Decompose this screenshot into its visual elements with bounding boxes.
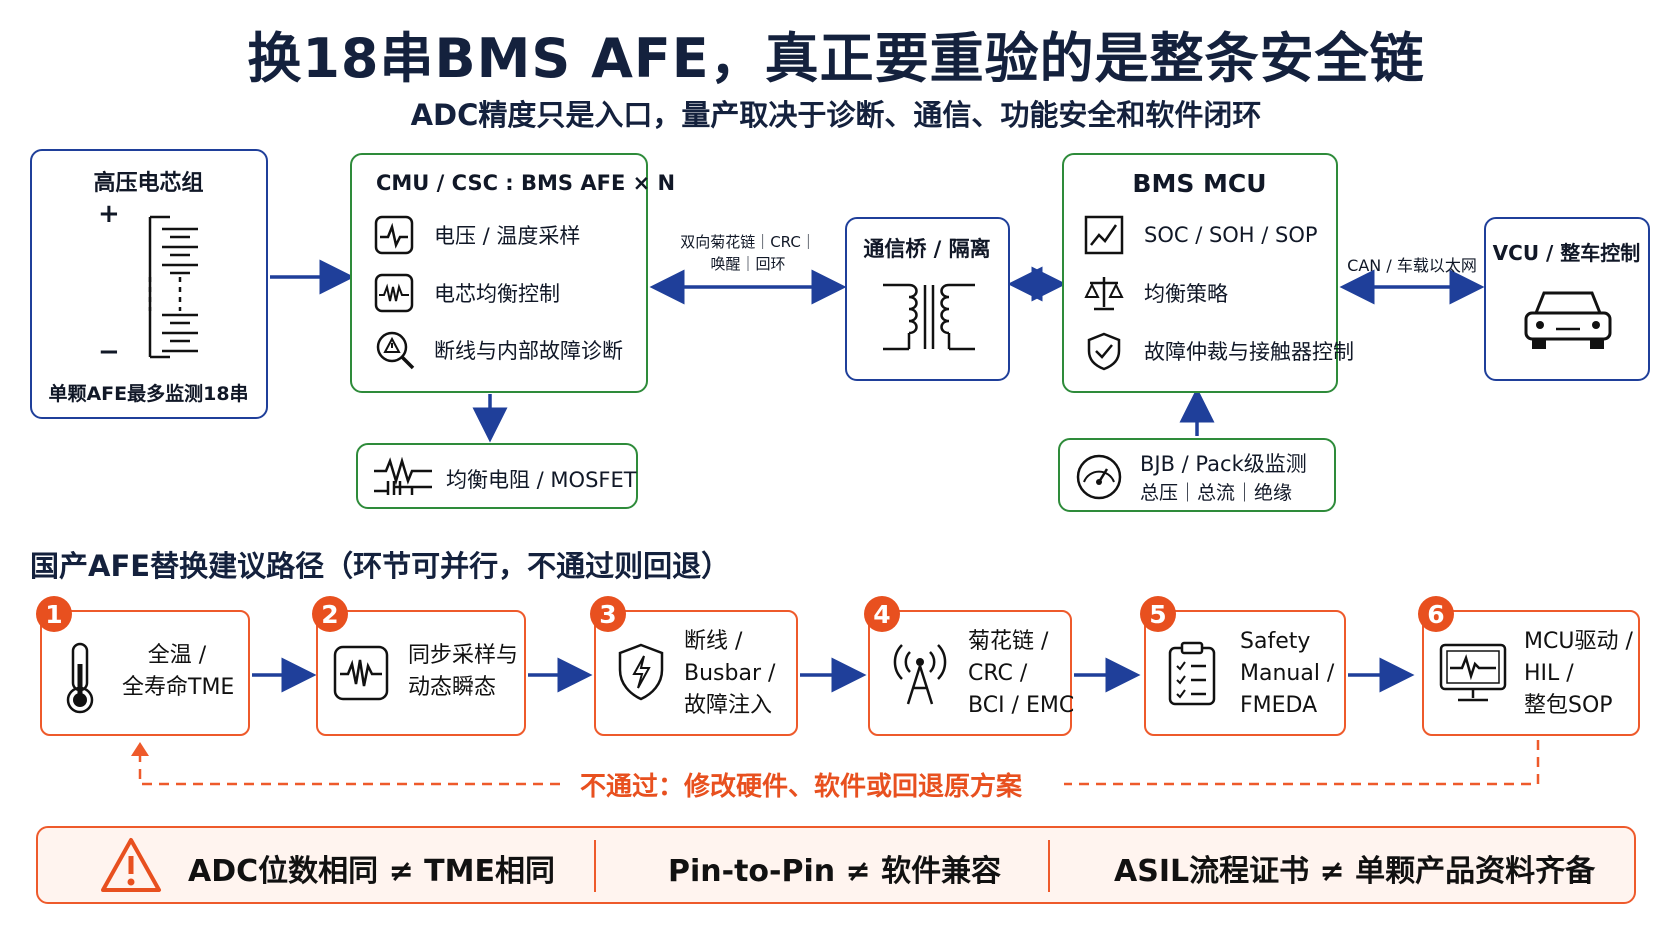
step-1-line-1: 全温 / xyxy=(147,643,207,668)
step-box-3: 断线 / Busbar / 故障注入 xyxy=(594,610,798,736)
daisy-chain-label: 双向菊花链｜CRC｜ 唤醒｜回环 xyxy=(650,231,846,275)
balance-resistor-box: 均衡电阻 / MOSFET xyxy=(356,443,638,509)
step-3-line-1: 断线 / xyxy=(684,629,743,654)
step-5-line-3: FMEDA xyxy=(1240,693,1318,718)
antenna-icon xyxy=(893,644,947,705)
warning-item-2: Pin-to-Pin ≠ 软件兼容 xyxy=(668,854,1002,889)
mcu-item: 故障仲裁与接触器控制 xyxy=(1084,331,1354,371)
fail-loop-text: 不通过：修改硬件、软件或回退原方案 xyxy=(580,772,1023,802)
mcu-item: SOC / SOH / SOP xyxy=(1084,215,1318,255)
step-label: MCU驱动 / HIL / 整包SOP xyxy=(1524,626,1633,722)
gauge-icon xyxy=(1076,454,1122,500)
step-box-6: MCU驱动 / HIL / 整包SOP xyxy=(1422,610,1640,736)
resistor-mosfet-icon xyxy=(374,457,432,495)
cmu-box: CMU / CSC : BMS AFE × N 电压 / 温度采样 电芯均衡控制… xyxy=(350,153,675,393)
step-box-4: 菊花链 / CRC / BCI / EMC xyxy=(868,610,1074,736)
mcu-title: BMS MCU xyxy=(1132,169,1267,198)
vcu-box: VCU / 整车控制 xyxy=(1484,217,1650,381)
step-4-line-1: 菊花链 / xyxy=(968,629,1049,654)
balance-label: 均衡电阻 / MOSFET xyxy=(446,468,637,492)
step-badge-5: 5 xyxy=(1140,596,1176,632)
cells-caption: 单颗AFE最多监测18串 xyxy=(48,383,249,405)
daisy-chain-label-line1: 双向菊花链｜CRC｜ xyxy=(680,233,816,251)
step-label: Safety Manual / FMEDA xyxy=(1240,626,1334,722)
transformer-icon xyxy=(883,283,975,351)
page-subtitle: ADC精度只是入口，量产取决于诊断、通信、功能安全和软件闭环 xyxy=(410,98,1262,132)
step-badge-2: 2 xyxy=(312,596,348,632)
minus-sign: − xyxy=(98,337,120,367)
step-4-line-3: BCI / EMC xyxy=(968,693,1075,718)
step-label: 同步采样与 动态瞬态 xyxy=(408,640,518,704)
mcu-item-label: 故障仲裁与接触器控制 xyxy=(1144,340,1354,364)
waveform-icon xyxy=(374,215,414,255)
step-badge-4: 4 xyxy=(864,596,900,632)
warning-divider xyxy=(1048,840,1050,892)
balance-wave-icon xyxy=(374,273,414,313)
bms-mcu-box: BMS MCU SOC / SOH / SOP 均衡策略 故障仲裁与接触器控制 xyxy=(1062,153,1354,393)
bjb-line1: BJB / Pack级监测 xyxy=(1140,452,1307,476)
vcu-title: VCU / 整车控制 xyxy=(1492,241,1641,265)
cmu-item: 电芯均衡控制 xyxy=(374,273,560,313)
cmu-item-label: 电压 / 温度采样 xyxy=(434,224,581,248)
daisy-chain-label-line2: 唤醒｜回环 xyxy=(710,255,786,273)
page-title: 换18串BMS AFE，真正要重验的是整条安全链 xyxy=(247,27,1425,90)
fail-loop-line xyxy=(138,740,1540,786)
step-2-line-1: 同步采样与 xyxy=(408,643,519,668)
clipboard-icon xyxy=(1168,641,1216,706)
plus-sign: + xyxy=(98,199,120,229)
step-2-line-2: 动态瞬态 xyxy=(408,675,497,700)
cmu-item: 断线与内部故障诊断 xyxy=(374,329,623,371)
step-5-line-2: Manual / xyxy=(1240,661,1335,686)
step-3-line-2: Busbar / xyxy=(684,661,776,686)
battery-stack-icon xyxy=(148,215,198,359)
bjb-line2: 总压｜总流｜绝缘 xyxy=(1140,482,1293,504)
step-badge-6: 6 xyxy=(1418,596,1454,632)
step-1-line-2: 全寿命TME xyxy=(122,675,235,700)
warning-item-1: ADC位数相同 ≠ TME相同 xyxy=(188,854,555,889)
step-6-line-3: 整包SOP xyxy=(1524,693,1613,718)
bjb-box: BJB / Pack级监测 总压｜总流｜绝缘 xyxy=(1058,438,1336,512)
shield-check-icon xyxy=(1087,332,1121,371)
cmu-item-label: 断线与内部故障诊断 xyxy=(434,339,623,363)
step-6-line-1: MCU驱动 / xyxy=(1524,629,1633,654)
step-box-2: 同步采样与 动态瞬态 xyxy=(316,610,526,736)
step-badge-1: 1 xyxy=(36,596,72,632)
monitor-icon xyxy=(1439,643,1507,702)
fault-search-icon xyxy=(376,331,415,370)
step-5-line-1: Safety xyxy=(1240,629,1311,654)
step-badge-3: 3 xyxy=(590,596,626,632)
can-label: CAN / 车载以太网 xyxy=(1347,256,1477,275)
scale-icon xyxy=(1084,277,1124,311)
cmu-title: CMU / CSC : BMS AFE × N xyxy=(376,171,676,195)
step-label: 断线 / Busbar / 故障注入 xyxy=(684,626,775,722)
battery-cells-box: 高压电芯组 + − 单颗AFE最多监测18串 xyxy=(30,149,268,419)
path-heading: 国产AFE替换建议路径（环节可并行，不通过则回退） xyxy=(30,549,731,583)
car-icon xyxy=(1524,291,1612,349)
mcu-item-label: 均衡策略 xyxy=(1144,282,1228,306)
step-6-line-2: HIL / xyxy=(1524,661,1574,686)
fail-loop-arrowhead xyxy=(131,742,149,756)
comm-bridge-box: 通信桥 / 隔离 xyxy=(845,217,1010,381)
step-3-line-3: 故障注入 xyxy=(684,693,773,718)
warning-divider xyxy=(594,840,596,892)
mcu-item: 均衡策略 xyxy=(1084,273,1228,313)
bridge-title: 通信桥 / 隔离 xyxy=(863,237,991,261)
waveform-icon xyxy=(333,645,389,701)
step-label: 菊花链 / CRC / BCI / EMC xyxy=(968,626,1074,722)
warning-bar: ADC位数相同 ≠ TME相同 Pin-to-Pin ≠ 软件兼容 ASIL流程… xyxy=(36,826,1636,904)
cmu-item: 电压 / 温度采样 xyxy=(374,215,580,255)
cells-title: 高压电芯组 xyxy=(93,171,204,196)
warning-icon xyxy=(101,838,161,892)
cmu-item-label: 电芯均衡控制 xyxy=(434,282,560,306)
step-label: 全温 / 全寿命TME xyxy=(122,640,235,704)
step-4-line-2: CRC / xyxy=(968,661,1028,686)
mcu-item-label: SOC / SOH / SOP xyxy=(1144,223,1318,247)
step-box-1: 全温 / 全寿命TME xyxy=(40,610,250,736)
warning-item-3: ASIL流程证书 ≠ 单颗产品资料齐备 xyxy=(1114,854,1596,889)
step-box-5: Safety Manual / FMEDA xyxy=(1144,610,1346,736)
shield-bolt-icon xyxy=(618,643,664,701)
thermometer-icon xyxy=(66,642,94,714)
chart-up-icon xyxy=(1084,215,1124,255)
